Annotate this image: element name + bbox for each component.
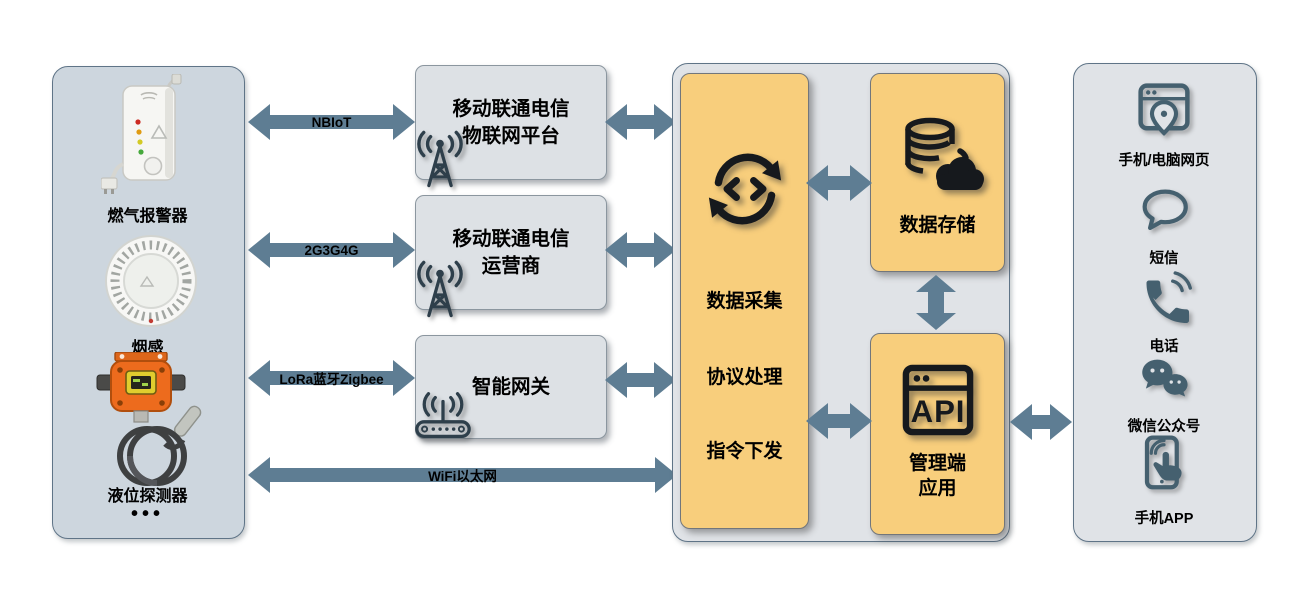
channel-sms: 短信 xyxy=(1073,182,1255,268)
gas-alarm-device xyxy=(100,73,197,196)
arrow-head xyxy=(654,232,676,268)
arrow-shaft xyxy=(826,176,852,190)
arrow-shaft xyxy=(1030,415,1052,429)
arrow-label: NBIoT xyxy=(311,114,352,130)
arrow-head xyxy=(605,104,627,140)
channel-label: 微信公众号 xyxy=(1127,419,1201,435)
connector-arrow xyxy=(806,165,872,201)
arrow-head xyxy=(248,104,270,140)
box-title-line: 移动联通电信 xyxy=(452,227,570,250)
arrow-head xyxy=(393,360,415,396)
box-iot-platform: 移动联通电信 物联网平台 xyxy=(415,65,607,188)
arrow-shaft xyxy=(625,115,656,129)
arrow-shaft xyxy=(268,115,395,129)
arrow-head xyxy=(1050,404,1072,440)
smoke-detector-device xyxy=(103,233,199,331)
channel-label: 短信 xyxy=(1149,251,1179,267)
device-label: 燃气报警器 xyxy=(107,208,188,225)
arrow-head xyxy=(806,403,828,439)
channel-label: 手机APP xyxy=(1134,511,1194,527)
arrow-head xyxy=(850,403,872,439)
svg-text:API: API xyxy=(910,394,965,429)
connector-arrow xyxy=(605,232,676,268)
connector-arrow-vertical xyxy=(916,275,956,330)
arrow-shaft xyxy=(826,414,852,428)
link-arrow-lora-zigbee: LoRa蓝牙Zigbee xyxy=(248,360,415,396)
web-page-location-icon xyxy=(1131,76,1197,142)
core-process-box: 数据采集 协议处理 指令下发 xyxy=(680,73,809,529)
core-function: 协议处理 xyxy=(706,367,783,388)
channel-web: 手机/电脑网页 xyxy=(1073,76,1255,170)
arrow-shaft xyxy=(268,468,657,482)
channel-wechat: 微信公众号 xyxy=(1073,350,1255,436)
link-arrow-nbiot: NBIoT xyxy=(248,104,415,140)
arrow-head xyxy=(916,313,956,330)
arrow-head xyxy=(248,232,270,268)
arrow-head xyxy=(605,362,627,398)
arrow-head xyxy=(654,104,676,140)
database-cloud-icon xyxy=(890,110,986,206)
box-title-line: 运营商 xyxy=(481,254,541,277)
arrow-head xyxy=(850,165,872,201)
mobile-app-touch-icon xyxy=(1130,432,1198,500)
arrow-shaft xyxy=(928,290,944,315)
arrow-label: LoRa蓝牙Zigbee xyxy=(279,372,384,387)
arrow-head xyxy=(248,360,270,396)
api-window-icon: API xyxy=(894,356,982,444)
management-app-box: API 管理端 应用 xyxy=(870,333,1005,535)
connector-arrow xyxy=(1010,404,1072,440)
arrow-head xyxy=(655,457,677,493)
management-app-label: 应用 xyxy=(918,477,957,499)
data-storage-label: 数据存储 xyxy=(899,215,976,236)
connector-arrow xyxy=(605,362,676,398)
arrow-shaft xyxy=(268,243,395,257)
box-smart-gateway: 智能网关 xyxy=(415,335,607,439)
arrow-shaft xyxy=(625,373,656,387)
arrow-head xyxy=(248,457,270,493)
data-storage-box: 数据存储 xyxy=(870,73,1005,272)
sync-code-icon xyxy=(694,138,796,240)
radio-tower-icon xyxy=(412,259,468,319)
box-title-line: 移动联通电信 xyxy=(452,97,570,120)
arrow-head xyxy=(605,232,627,268)
link-arrow-2g3g4g: 2G3G4G xyxy=(248,232,415,268)
link-arrow-wifi-ethernet: WiFi以太网 xyxy=(248,457,677,493)
arrow-head xyxy=(393,232,415,268)
channel-phone: 电话 xyxy=(1073,268,1255,356)
box-carrier: 移动联通电信 运营商 xyxy=(415,195,607,318)
arrow-head xyxy=(916,275,956,292)
radio-tower-icon xyxy=(412,129,468,189)
more-devices-dots: ••• xyxy=(130,503,164,525)
connector-arrow xyxy=(806,403,872,439)
phone-call-icon xyxy=(1134,268,1194,328)
arrow-head xyxy=(806,165,828,201)
management-app-label: 管理端 xyxy=(908,453,966,474)
box-title-line: 物联网平台 xyxy=(462,124,560,147)
core-function: 数据采集 xyxy=(706,291,783,312)
arrow-label: WiFi以太网 xyxy=(428,469,497,484)
arrow-shaft xyxy=(625,243,656,257)
wechat-icon xyxy=(1135,350,1193,408)
device-label: 液位探测器 xyxy=(107,488,188,505)
channel-mobile-app: 手机APP xyxy=(1073,432,1255,528)
arrow-head xyxy=(654,362,676,398)
arrow-shaft xyxy=(268,371,395,385)
channel-label: 电话 xyxy=(1149,339,1179,355)
channel-label: 手机/电脑网页 xyxy=(1118,153,1210,169)
liquid-level-device xyxy=(95,351,207,488)
sms-bubble-icon xyxy=(1135,182,1193,240)
arrow-label: 2G3G4G xyxy=(304,242,359,258)
box-title-line: 智能网关 xyxy=(471,375,550,398)
connector-arrow xyxy=(605,104,676,140)
core-function: 指令下发 xyxy=(706,441,783,462)
wireless-router-icon xyxy=(412,388,474,444)
arrow-head xyxy=(393,104,415,140)
arrow-head xyxy=(1010,404,1032,440)
